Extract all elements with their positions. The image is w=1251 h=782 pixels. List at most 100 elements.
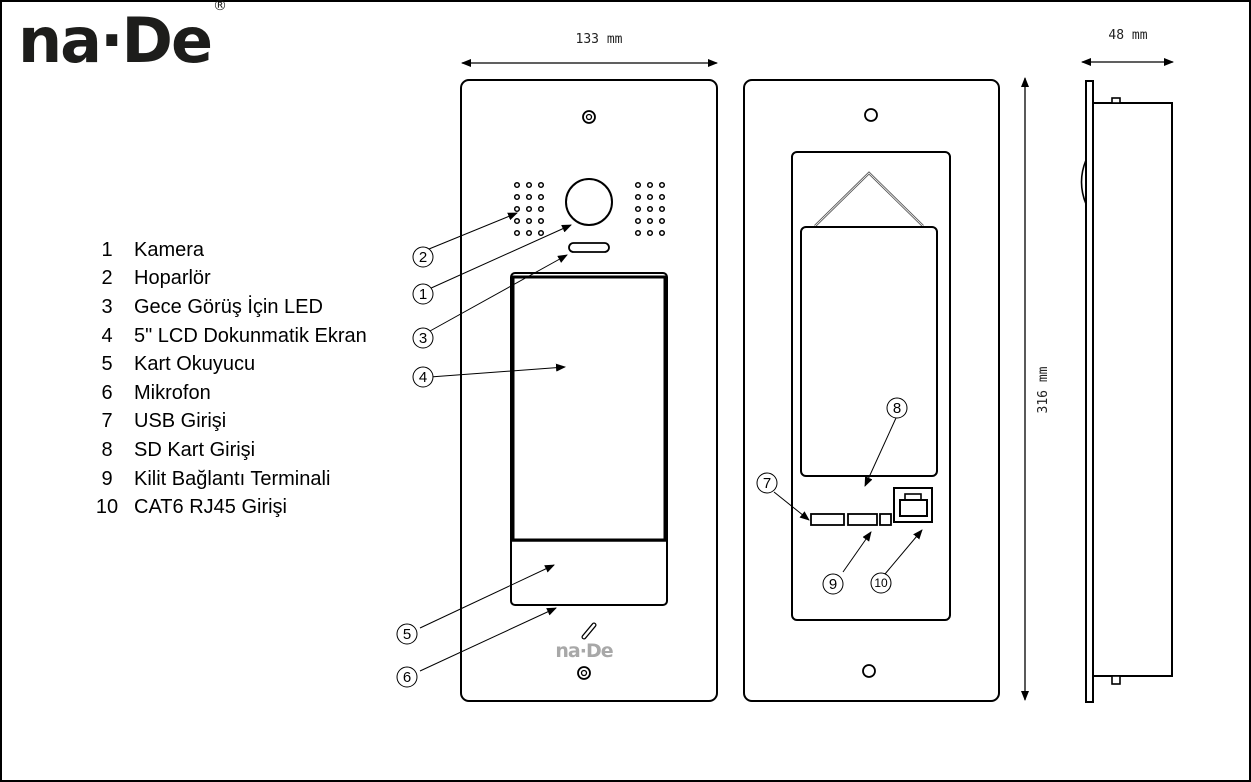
svg-text:6: 6 (403, 669, 411, 686)
svg-text:1: 1 (419, 286, 427, 303)
lock-terminal-port (847, 513, 878, 526)
legend-number: 2 (101, 267, 113, 290)
speaker-hole (634, 217, 642, 225)
speaker-hole (634, 229, 642, 237)
speaker-hole (537, 205, 545, 213)
speaker-hole (525, 205, 533, 213)
callout-10: 10 (870, 572, 892, 594)
callout-arrow-3 (429, 254, 568, 332)
legend-label: Hoparlör (134, 267, 211, 290)
legend-number: 4 (101, 324, 113, 347)
speaker-hole (513, 181, 521, 189)
speaker-hole (646, 205, 654, 213)
speaker-hole (525, 193, 533, 201)
back-housing (791, 151, 951, 621)
speaker-hole (537, 217, 545, 225)
callout-arrow-6 (419, 607, 557, 672)
speaker-hole (525, 229, 533, 237)
usb-port (810, 513, 845, 526)
legend-number: 9 (101, 467, 113, 490)
speaker-hole (537, 229, 545, 237)
svg-text:3: 3 (419, 330, 427, 347)
legend-label: Kart Okuyucu (134, 353, 256, 376)
mounting-hole-top (864, 108, 878, 122)
svg-text:4: 4 (419, 369, 427, 386)
side-bottom-tab (1111, 675, 1121, 685)
legend-number: 10 (95, 496, 119, 519)
callout-arrow-8 (864, 417, 897, 487)
night-vision-led (568, 242, 610, 253)
lock-terminal-small-port (879, 513, 892, 526)
svg-text:2: 2 (419, 249, 427, 266)
side-front-plate (1085, 80, 1094, 703)
legend-label: 5" LCD Dokunmatik Ekran (134, 324, 367, 347)
speaker-hole (658, 181, 666, 189)
speaker-hole (658, 229, 666, 237)
speaker-grille-right (634, 181, 666, 237)
callout-arrow-2 (428, 212, 518, 250)
panel-logo: na·De (555, 640, 612, 662)
callout-arrow-9 (842, 531, 872, 573)
callout-8: 8 (886, 397, 908, 419)
legend-item: 3 Gece Görüş İçin LED (80, 293, 367, 322)
callout-5: 5 (396, 623, 418, 645)
speaker-hole (658, 193, 666, 201)
brand-logo-text: na·De (18, 4, 213, 77)
legend-item: 6 Mikrofon (80, 379, 367, 408)
callout-arrow-10 (884, 529, 923, 575)
speaker-hole (634, 193, 642, 201)
speaker-hole (646, 229, 654, 237)
speaker-hole (646, 193, 654, 201)
speaker-hole (513, 193, 521, 201)
callout-1: 1 (412, 283, 434, 305)
legend-item: 9 Kilit Bağlantı Terminali (80, 465, 367, 494)
mounting-hole-bottom (862, 664, 876, 678)
side-view: 48 mm (1080, 28, 1174, 703)
side-camera-bulge (1080, 159, 1087, 205)
pcb-cover (800, 226, 938, 477)
height-dimension-label: 316 mm (1036, 366, 1051, 413)
callout-6: 6 (396, 666, 418, 688)
svg-text:7: 7 (763, 475, 771, 492)
legend-label: Gece Görüş İçin LED (134, 295, 323, 318)
legend-label: Kilit Bağlantı Terminali (134, 467, 331, 490)
legend-number: 5 (101, 353, 113, 376)
lcd-screen-frame (510, 272, 668, 606)
rj45-port-icon (893, 487, 933, 523)
legend-label: Mikrofon (134, 381, 211, 404)
speaker-hole (634, 181, 642, 189)
callout-9: 9 (822, 573, 844, 595)
callout-arrow-5 (419, 564, 555, 629)
width-dimension: 133 mm (461, 32, 718, 67)
callout-arrow-4 (429, 363, 566, 378)
height-dimension: 316 mm (1021, 77, 1051, 701)
svg-text:5: 5 (403, 626, 411, 643)
registered-mark: ® (213, 0, 227, 15)
speaker-hole (513, 229, 521, 237)
callout-7: 7 (756, 472, 778, 494)
legend-number: 1 (101, 238, 113, 261)
speaker-hole (537, 193, 545, 201)
legend-item: 5 Kart Okuyucu (80, 350, 367, 379)
brand-logo: na·De® (18, 0, 227, 72)
legend-number: 7 (101, 410, 113, 433)
width-dimension-label: 133 mm (576, 32, 623, 47)
callout-3: 3 (412, 327, 434, 349)
speaker-hole (525, 181, 533, 189)
speaker-hole (634, 205, 642, 213)
legend-label: CAT6 RJ45 Girişi (134, 496, 287, 519)
back-panel: 7 8 9 10 (743, 79, 1000, 702)
speaker-hole (646, 181, 654, 189)
legend-number: 3 (101, 295, 113, 318)
speaker-hole (658, 205, 666, 213)
legend-number: 6 (101, 381, 113, 404)
svg-text:8: 8 (893, 400, 901, 417)
svg-text:9: 9 (829, 576, 837, 593)
front-panel: na·De 2 1 3 4 5 6 (396, 79, 718, 702)
legend-item: 10 CAT6 RJ45 Girişi (80, 493, 367, 522)
